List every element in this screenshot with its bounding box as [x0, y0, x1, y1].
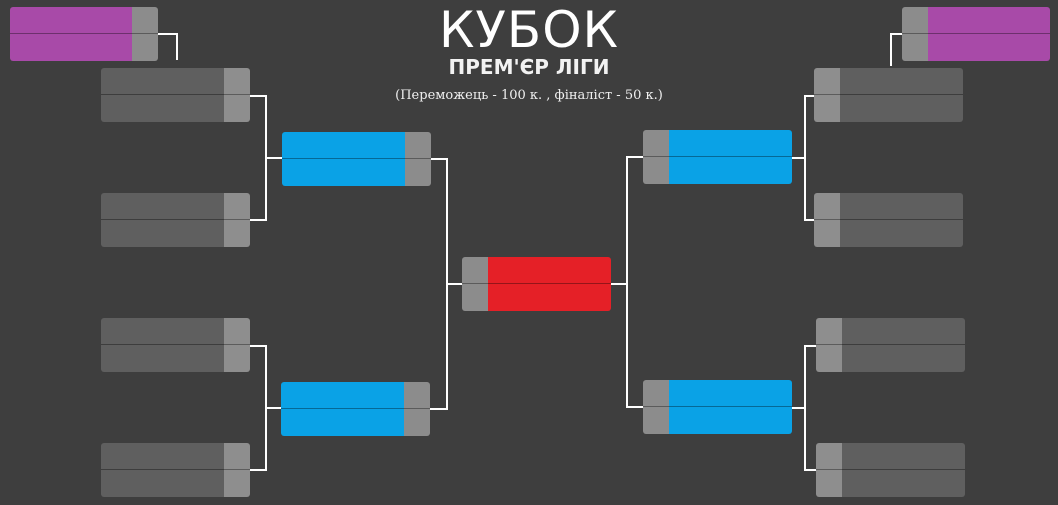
team-name-slot[interactable]	[669, 380, 792, 407]
score-slot[interactable]	[224, 318, 250, 345]
left-semifinal-1[interactable]	[282, 132, 431, 186]
team-name-slot[interactable]	[488, 284, 611, 311]
left-r1-match-2[interactable]	[101, 193, 250, 247]
team-name-slot[interactable]	[101, 470, 224, 497]
score-slot[interactable]	[224, 95, 250, 122]
score-slot[interactable]	[224, 193, 250, 220]
score-slot[interactable]	[132, 7, 158, 34]
team-name-slot[interactable]	[10, 34, 132, 61]
score-slot[interactable]	[643, 407, 669, 434]
team-name-slot[interactable]	[840, 220, 963, 247]
team-name-slot[interactable]	[101, 95, 224, 122]
team-name-slot[interactable]	[101, 318, 224, 345]
score-slot[interactable]	[643, 157, 669, 184]
page-subtitle: ПРЕМ'ЄР ЛІГИ	[448, 55, 610, 79]
right-semifinal-2[interactable]	[643, 380, 792, 434]
team-name-slot[interactable]	[669, 130, 792, 157]
score-slot[interactable]	[816, 443, 842, 470]
team-name-slot[interactable]	[101, 443, 224, 470]
score-slot[interactable]	[224, 443, 250, 470]
team-name-slot[interactable]	[101, 345, 224, 372]
team-name-slot[interactable]	[282, 132, 405, 159]
team-name-slot[interactable]	[101, 220, 224, 247]
right-r1-match-4[interactable]	[816, 443, 965, 497]
score-slot[interactable]	[462, 257, 488, 284]
score-slot[interactable]	[462, 284, 488, 311]
prize-note: (Переможець - 100 к. , фіналіст - 50 к.)	[395, 88, 663, 103]
score-slot[interactable]	[405, 132, 431, 159]
right-r1-match-2[interactable]	[814, 193, 963, 247]
score-slot[interactable]	[902, 7, 928, 34]
team-name-slot[interactable]	[840, 193, 963, 220]
score-slot[interactable]	[816, 318, 842, 345]
left-semifinal-2[interactable]	[281, 382, 430, 436]
page-title: КУБОК	[438, 1, 620, 59]
team-name-slot[interactable]	[842, 443, 965, 470]
score-slot[interactable]	[816, 345, 842, 372]
score-slot[interactable]	[404, 382, 430, 409]
score-slot[interactable]	[224, 68, 250, 95]
score-slot[interactable]	[902, 34, 928, 61]
team-name-slot[interactable]	[928, 34, 1050, 61]
score-slot[interactable]	[224, 470, 250, 497]
left-r1-match-1[interactable]	[101, 68, 250, 122]
right-r1-match-3[interactable]	[816, 318, 965, 372]
team-name-slot[interactable]	[10, 7, 132, 34]
score-slot[interactable]	[814, 193, 840, 220]
team-name-slot[interactable]	[669, 157, 792, 184]
team-name-slot[interactable]	[281, 409, 404, 436]
team-name-slot[interactable]	[281, 382, 404, 409]
final-match[interactable]	[462, 257, 611, 311]
score-slot[interactable]	[404, 409, 430, 436]
score-slot[interactable]	[224, 220, 250, 247]
score-slot[interactable]	[816, 470, 842, 497]
left-bonus-match[interactable]	[10, 7, 158, 61]
team-name-slot[interactable]	[842, 470, 965, 497]
score-slot[interactable]	[814, 220, 840, 247]
right-r1-match-1[interactable]	[814, 68, 963, 122]
score-slot[interactable]	[814, 95, 840, 122]
team-name-slot[interactable]	[101, 68, 224, 95]
right-bonus-match[interactable]	[902, 7, 1050, 61]
team-name-slot[interactable]	[842, 345, 965, 372]
team-name-slot[interactable]	[282, 159, 405, 186]
score-slot[interactable]	[132, 34, 158, 61]
right-semifinal-1[interactable]	[643, 130, 792, 184]
score-slot[interactable]	[224, 345, 250, 372]
score-slot[interactable]	[405, 159, 431, 186]
score-slot[interactable]	[643, 380, 669, 407]
score-slot[interactable]	[643, 130, 669, 157]
team-name-slot[interactable]	[840, 95, 963, 122]
team-name-slot[interactable]	[101, 193, 224, 220]
team-name-slot[interactable]	[840, 68, 963, 95]
team-name-slot[interactable]	[488, 257, 611, 284]
left-r1-match-3[interactable]	[101, 318, 250, 372]
team-name-slot[interactable]	[842, 318, 965, 345]
team-name-slot[interactable]	[928, 7, 1050, 34]
left-r1-match-4[interactable]	[101, 443, 250, 497]
team-name-slot[interactable]	[669, 407, 792, 434]
score-slot[interactable]	[814, 68, 840, 95]
